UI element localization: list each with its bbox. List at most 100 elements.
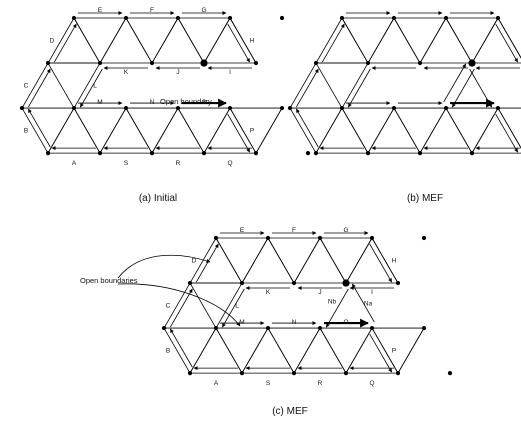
mesh-edge [177, 17, 205, 64]
edge-label-e: E [240, 227, 245, 234]
mesh-edge [99, 17, 127, 64]
mesh-vertex [305, 150, 311, 156]
edge-label-s: S [124, 160, 129, 167]
mesh-edge [289, 107, 317, 154]
edge-label-k: K [266, 289, 271, 296]
edge-label-d: D [50, 38, 55, 45]
mesh-vertex [97, 150, 103, 156]
mesh-edge [497, 107, 521, 149]
mesh-vertex [443, 105, 449, 111]
edge-label-g: G [201, 7, 206, 14]
mesh-vertex [253, 150, 259, 156]
boundary-arrow [443, 63, 467, 103]
mesh-edge [21, 62, 49, 109]
caption-a: (a) Initial [139, 193, 177, 204]
annotation-arrow [117, 254, 211, 279]
mesh-edge [341, 17, 369, 64]
mesh-vertex [239, 280, 245, 286]
mesh-vertex [97, 60, 103, 66]
mesh-vertex [313, 60, 319, 66]
mesh-edge [163, 282, 191, 329]
mesh-edge [341, 62, 369, 109]
mesh-vertex [227, 15, 233, 21]
edge-label-s: S [266, 380, 271, 387]
mesh-vertex [161, 325, 167, 331]
boundary-arrow [27, 108, 51, 148]
mesh-edge [177, 107, 205, 154]
mesh-edge [241, 237, 269, 284]
mesh-edge [445, 17, 473, 64]
mesh-vertex [495, 105, 501, 111]
mesh-vertex [317, 325, 323, 331]
boundary-arrow [53, 23, 77, 63]
open-boundaries-label: Open boundaries [80, 276, 138, 285]
mesh-edge [345, 327, 373, 374]
mesh-edge [229, 17, 257, 64]
boundary-arrow [325, 288, 349, 328]
mesh-edge [471, 17, 499, 64]
mesh-edge [125, 17, 153, 64]
edge-label-k: K [124, 69, 129, 76]
boundary-arrow [195, 243, 219, 283]
mesh-vertex [421, 235, 427, 241]
mesh-edge [319, 327, 347, 374]
boundary-arrow [79, 68, 103, 108]
mesh-vertex [365, 60, 371, 66]
mesh-vertex [395, 280, 401, 286]
mesh-edge [189, 282, 217, 329]
edge-label-o: O [201, 99, 206, 106]
mesh-edge [367, 17, 395, 64]
boundary-arrow [495, 23, 519, 63]
mesh-vertex [447, 370, 453, 376]
caption-c: (c) MEF [272, 406, 308, 417]
edge-label-q: Q [227, 160, 232, 167]
edge-label-g: G [343, 227, 348, 234]
edge-label-m: M [239, 319, 244, 326]
open-boundary-vertex [468, 59, 476, 67]
edge-label-b: B [24, 128, 28, 135]
edge-label-f: F [150, 7, 154, 14]
mesh-vertex [253, 60, 259, 66]
mesh-vertex [391, 105, 397, 111]
mesh-vertex [291, 280, 297, 286]
mesh-vertex [391, 15, 397, 21]
edge-label-nb: Nb [328, 299, 337, 306]
mesh-edge [151, 17, 179, 64]
mesh-vertex [369, 325, 375, 331]
boundary-arrow [321, 23, 345, 63]
mesh-edge [229, 107, 257, 154]
edge-label-o: O [343, 319, 348, 326]
mesh-vertex [443, 15, 449, 21]
mesh-vertex [313, 150, 319, 156]
mesh-edge [315, 17, 343, 64]
mesh-edge [203, 17, 231, 64]
edge-label-c: C [166, 303, 171, 310]
edge-label-r: R [176, 160, 181, 167]
mesh-vertex [201, 150, 207, 156]
mesh-vertex [71, 15, 77, 21]
mesh-edge [151, 107, 179, 154]
edge-label-m: M [97, 99, 102, 106]
mesh-edge [203, 107, 231, 154]
mesh-edge [73, 107, 101, 154]
mesh-edge [293, 237, 321, 284]
mesh-vertex [279, 15, 285, 21]
panel-b-mef-mesh [287, 11, 521, 156]
mesh-edge [367, 107, 395, 154]
mesh-vertex [149, 60, 155, 66]
boundary-arrow [469, 68, 493, 108]
mesh-vertex [287, 105, 293, 111]
boundary-arrow [227, 23, 251, 63]
mesh-edge [319, 237, 347, 284]
mesh-edge [189, 327, 217, 374]
edge-label-f: F [292, 227, 296, 234]
mesh-edge [189, 237, 217, 284]
edge-label-p: P [392, 348, 396, 355]
edge-label-b: B [166, 348, 170, 355]
mesh-vertex [239, 370, 245, 376]
boundary-arrow [495, 113, 519, 153]
mesh-edge [471, 107, 499, 154]
mesh-edge [293, 327, 321, 374]
mesh-edge [393, 17, 421, 64]
mesh-vertex [395, 370, 401, 376]
